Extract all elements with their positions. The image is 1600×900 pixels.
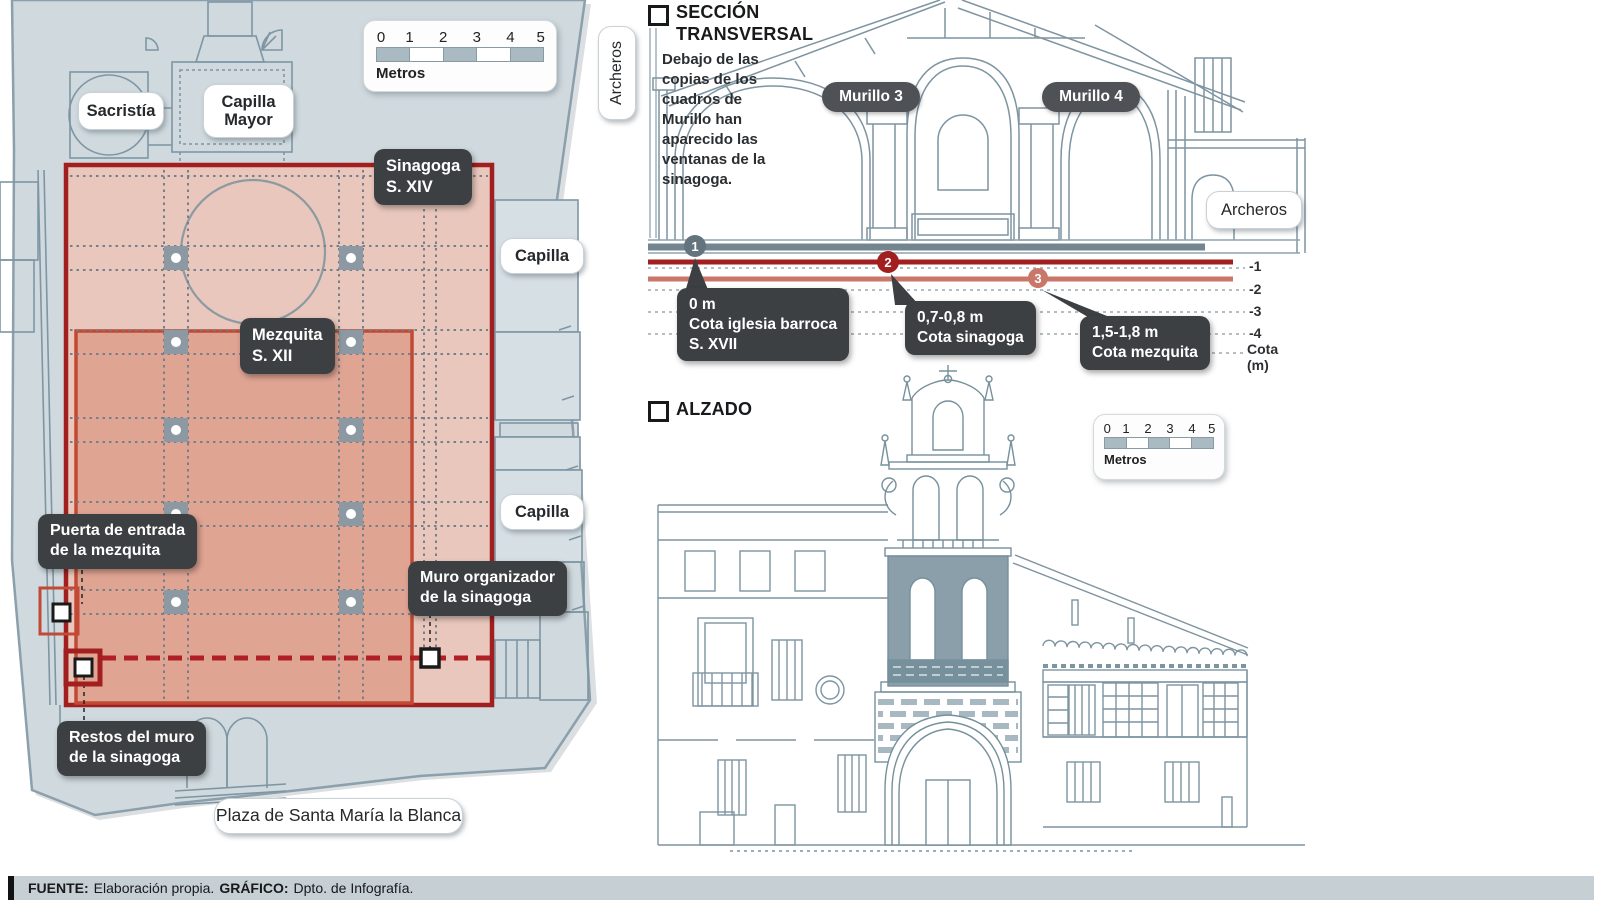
alzado-title-bullet <box>648 401 669 422</box>
plan-scale-segments <box>376 47 544 62</box>
section-leader-line <box>649 28 657 238</box>
cota-callout-2: 0,7-0,8 m Cota sinagoga <box>905 301 1036 355</box>
restos-muro-marker <box>63 648 103 687</box>
alzado-scale-unit: Metros <box>1104 452 1147 467</box>
depth-tick-2: -2 <box>1249 281 1262 297</box>
room-label-capilla-mayor: Capilla Mayor <box>203 84 294 138</box>
section-intro-text: Debajo de las copias de los cuadros de M… <box>662 51 766 188</box>
callout-muro-organizador: Muro organizador de la sinagoga <box>408 561 568 616</box>
callout-mezquita: Mezquita S. XII <box>240 318 335 375</box>
level-badge-3: 3 <box>1028 268 1048 288</box>
murillo-4-label: Murillo 4 <box>1042 82 1140 112</box>
elevation-line-work <box>657 504 1305 852</box>
section-title: SECCIÓN TRANSVERSAL <box>676 2 814 44</box>
marker-leader-lines <box>81 570 431 721</box>
column-grid-dotted <box>70 170 488 700</box>
callout-puerta-mezquita: Puerta de entrada de la mezquita <box>38 514 198 569</box>
tower-line-work <box>874 365 1022 846</box>
depth-tick-1: -1 <box>1249 258 1262 274</box>
section-line-work <box>652 0 1306 253</box>
street-label-archeros-section: Archeros <box>1206 191 1302 229</box>
alzado-title: ALZADO <box>676 399 753 419</box>
room-label-capilla-1: Capilla <box>500 238 584 274</box>
level-badge-2: 2 <box>877 251 899 273</box>
level-badge-1: 1 <box>684 235 706 257</box>
section-title-bullet <box>648 5 669 26</box>
murillo-3-label: Murillo 3 <box>822 82 920 112</box>
svg-text:2: 2 <box>884 255 891 270</box>
footer-source-text: Elaboración propia. <box>93 880 215 896</box>
muro-organizador-marker <box>419 647 441 669</box>
callout-restos-muro: Restos del muro de la sinagoga <box>57 721 207 776</box>
footer-source-label: FUENTE: <box>28 880 89 896</box>
room-label-capilla-2: Capilla <box>500 494 584 530</box>
cota-callout-1: 0 m Cota iglesia barroca S. XVII <box>677 288 850 362</box>
elevation-drawing <box>657 365 1305 852</box>
plan-scale-unit: Metros <box>376 65 426 82</box>
cota-callout-3: 1,5-1,8 m Cota mezquita <box>1080 316 1210 370</box>
puerta-mezquita-marker <box>38 586 80 636</box>
svg-text:1: 1 <box>691 239 698 254</box>
depth-axis-label: Cota (m) <box>1247 341 1279 373</box>
depth-tick-3: -3 <box>1249 303 1262 319</box>
street-label-archeros-plan: Archeros <box>598 26 636 120</box>
footer-credit-text: Dpto. de Infografía. <box>293 880 414 896</box>
cross-section-drawing: 1 2 3 <box>648 0 1306 354</box>
plaza-label: Plaza de Santa María la Blanca <box>214 798 463 834</box>
footer-credit-label: GRÁFICO: <box>219 880 289 896</box>
callout-sinagoga: Sinagoga S. XIV <box>374 149 473 206</box>
room-label-sacristia: Sacristía <box>78 92 164 130</box>
footer-credits: FUENTE: Elaboración propia. GRÁFICO: Dpt… <box>8 876 1594 900</box>
alzado-scale-segments <box>1104 437 1214 449</box>
ground-level-lines <box>648 239 1300 254</box>
depth-tick-4: -4 <box>1249 325 1262 341</box>
svg-text:3: 3 <box>1034 271 1041 286</box>
callout-pointers <box>685 258 1117 320</box>
